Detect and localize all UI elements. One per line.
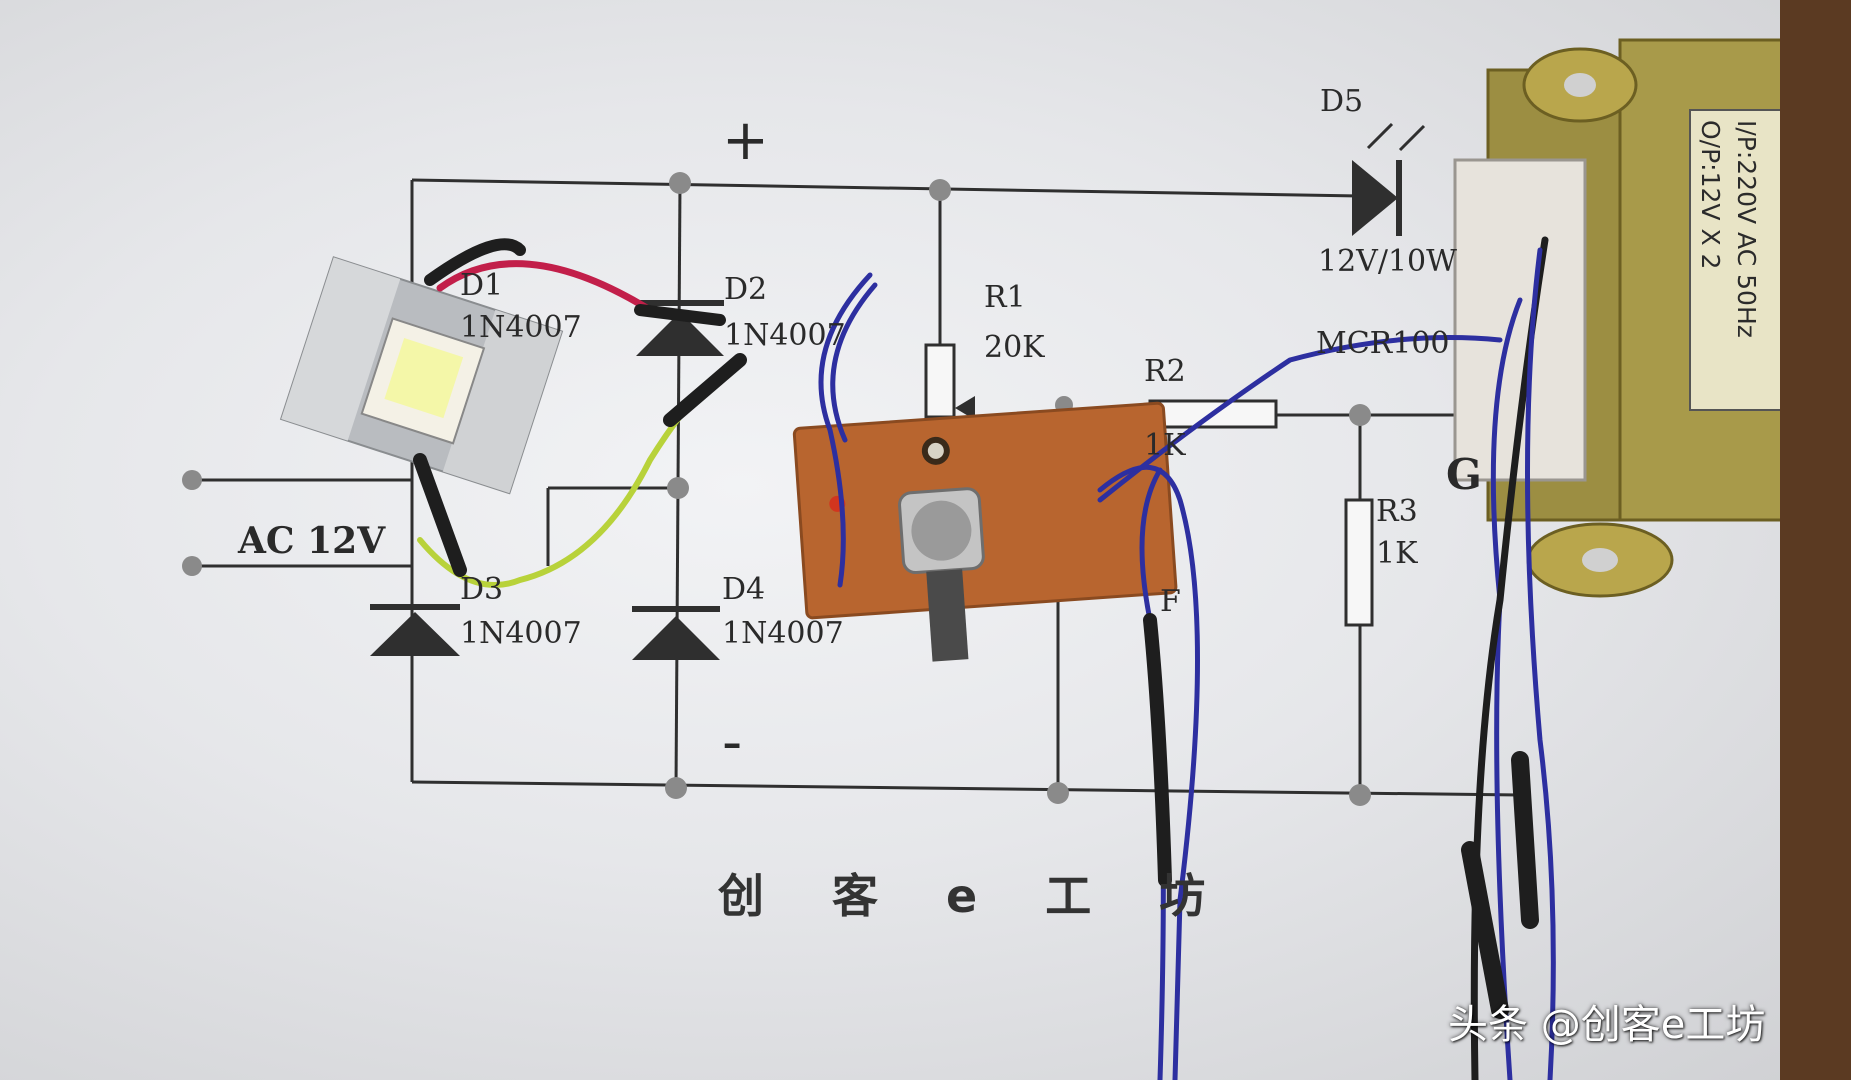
minus-label: - <box>722 710 743 775</box>
pcb-board <box>792 401 1178 662</box>
gate-label: G <box>1446 450 1482 499</box>
hookup-wires <box>413 236 1556 1080</box>
toutiao-watermark: 头条 @创客e工坊 <box>1448 1002 1766 1048</box>
d2-label: D2 <box>724 272 768 307</box>
capacitor-label-fragment: F <box>1160 584 1181 619</box>
r1-value-label: 20K <box>984 330 1045 365</box>
junction-dots <box>182 172 1371 806</box>
plus-label: + <box>722 108 769 173</box>
transformer-label: I/P:220V AC 50Hz O/P:12V X 2 <box>1696 120 1765 420</box>
r1-wiper <box>955 396 975 420</box>
r3-resistor <box>1344 498 1374 627</box>
d4-label: D4 <box>722 572 766 607</box>
r2-value-label: 1K <box>1144 428 1186 463</box>
d2-part-label: 1N4007 <box>724 318 846 353</box>
ac-input-label: AC 12V <box>238 520 386 562</box>
r3-label: R3 <box>1376 494 1418 529</box>
r1-resistor <box>924 343 956 419</box>
r2-label: R2 <box>1144 354 1186 389</box>
led-heatsink <box>279 256 564 495</box>
d3-part-label: 1N4007 <box>460 616 582 651</box>
d1-label: D1 <box>460 268 504 303</box>
led-arrows <box>1366 122 1426 152</box>
schematic-caption: 创 客 e 工 坊 <box>718 869 1232 923</box>
d3-label: D3 <box>460 572 504 607</box>
diode-symbols <box>370 160 1402 660</box>
d5-label: D5 <box>1320 84 1364 119</box>
d1-part-label: 1N4007 <box>460 310 582 345</box>
scr-label: MCR100 <box>1316 326 1450 361</box>
d5-rating-label: 12V/10W <box>1318 244 1457 279</box>
d4-part-label: 1N4007 <box>722 616 844 651</box>
transformer <box>1453 0 1851 1080</box>
r3-value-label: 1K <box>1376 536 1418 571</box>
transformer-output-rating: O/P:12V X 2 <box>1696 120 1725 270</box>
r1-label: R1 <box>984 280 1026 315</box>
transformer-input-rating: I/P:220V AC 50Hz <box>1732 120 1761 338</box>
